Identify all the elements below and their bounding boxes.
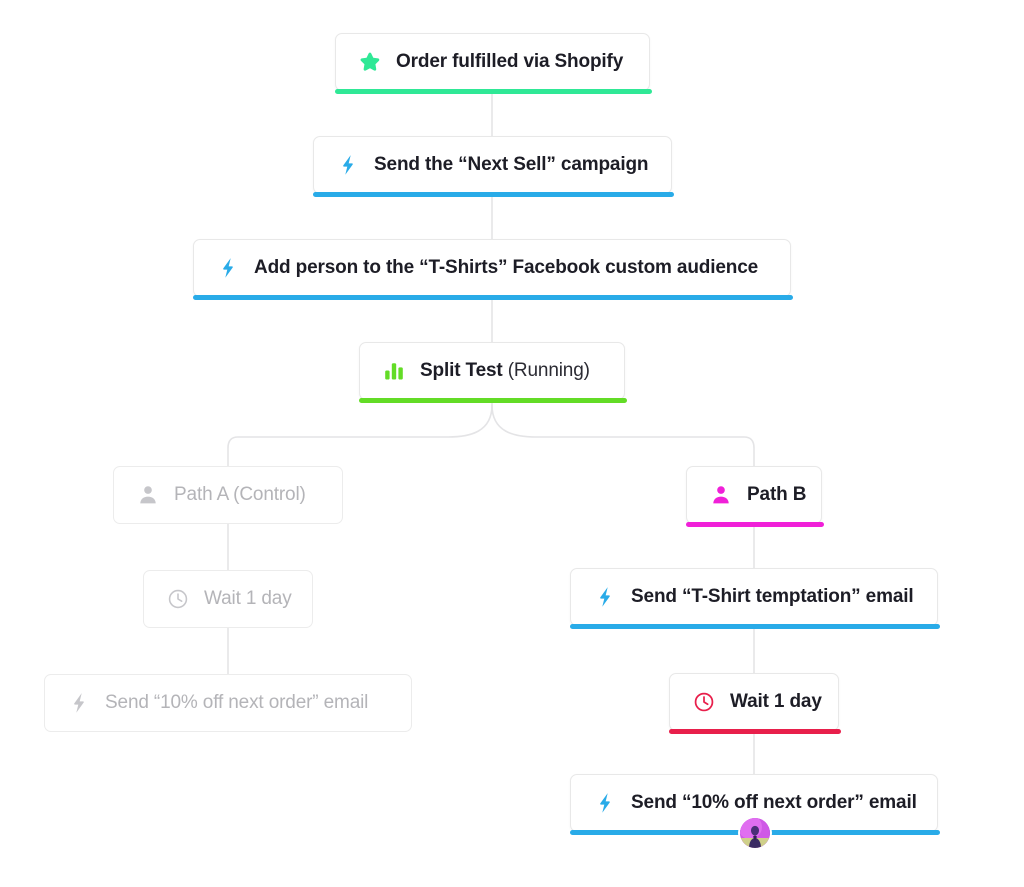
lightning-icon [336, 153, 360, 177]
node-label: Order fulfilled via Shopify [396, 51, 624, 72]
node-label: Send “10% off next order” email [105, 692, 369, 713]
node-path-b-send-temptation-email[interactable]: Send “T-Shirt temptation” email [570, 568, 938, 626]
node-label: Send “10% off next order” email [631, 792, 917, 813]
contact-avatar[interactable] [740, 818, 770, 848]
node-path-a-wait-1-day[interactable]: Wait 1 day [143, 570, 313, 628]
person-icon [709, 483, 733, 507]
accent-bar-send-next-sell-campaign [313, 192, 674, 197]
connector-fork-left [227, 404, 493, 467]
accent-bar-path-b [686, 522, 824, 527]
node-order-fulfilled-via-shopify[interactable]: Order fulfilled via Shopify [335, 33, 650, 91]
node-path-b[interactable]: Path B [686, 466, 822, 524]
accent-bar-path-b-wait [669, 729, 841, 734]
node-path-b-wait-1-day[interactable]: Wait 1 day [669, 673, 839, 731]
node-split-test[interactable]: Split Test (Running) [359, 342, 625, 400]
star-icon [358, 50, 382, 74]
accent-bar-add-person-audience [193, 295, 793, 300]
node-add-person-to-facebook-custom-audience[interactable]: Add person to the “T-Shirts” Facebook cu… [193, 239, 791, 297]
node-label: Add person to the “T-Shirts” Facebook cu… [254, 257, 759, 278]
node-label: Wait 1 day [730, 691, 822, 712]
node-label: Split Test (Running) [420, 360, 590, 381]
clock-icon [166, 587, 190, 611]
lightning-icon [216, 256, 240, 280]
person-icon [136, 483, 160, 507]
node-label: Path A (Control) [174, 484, 306, 505]
bar-chart-icon [382, 359, 406, 383]
node-label: Send the “Next Sell” campaign [374, 154, 649, 175]
node-path-a-control[interactable]: Path A (Control) [113, 466, 343, 524]
node-path-a-send-discount-email[interactable]: Send “10% off next order” email [44, 674, 412, 732]
accent-bar-order-fulfilled [335, 89, 652, 94]
clock-icon [692, 690, 716, 714]
node-label: Path B [747, 484, 807, 505]
node-send-next-sell-campaign[interactable]: Send the “Next Sell” campaign [313, 136, 672, 194]
node-label: Wait 1 day [204, 588, 292, 609]
node-label: Send “T-Shirt temptation” email [631, 586, 914, 607]
lightning-icon [593, 791, 617, 815]
connector-fork-right [491, 404, 755, 467]
lightning-icon [67, 691, 91, 715]
split-test-status: (Running) [502, 360, 590, 381]
accent-bar-split-test [359, 398, 627, 403]
accent-bar-path-b-temptation-email [570, 624, 940, 629]
lightning-icon [593, 585, 617, 609]
